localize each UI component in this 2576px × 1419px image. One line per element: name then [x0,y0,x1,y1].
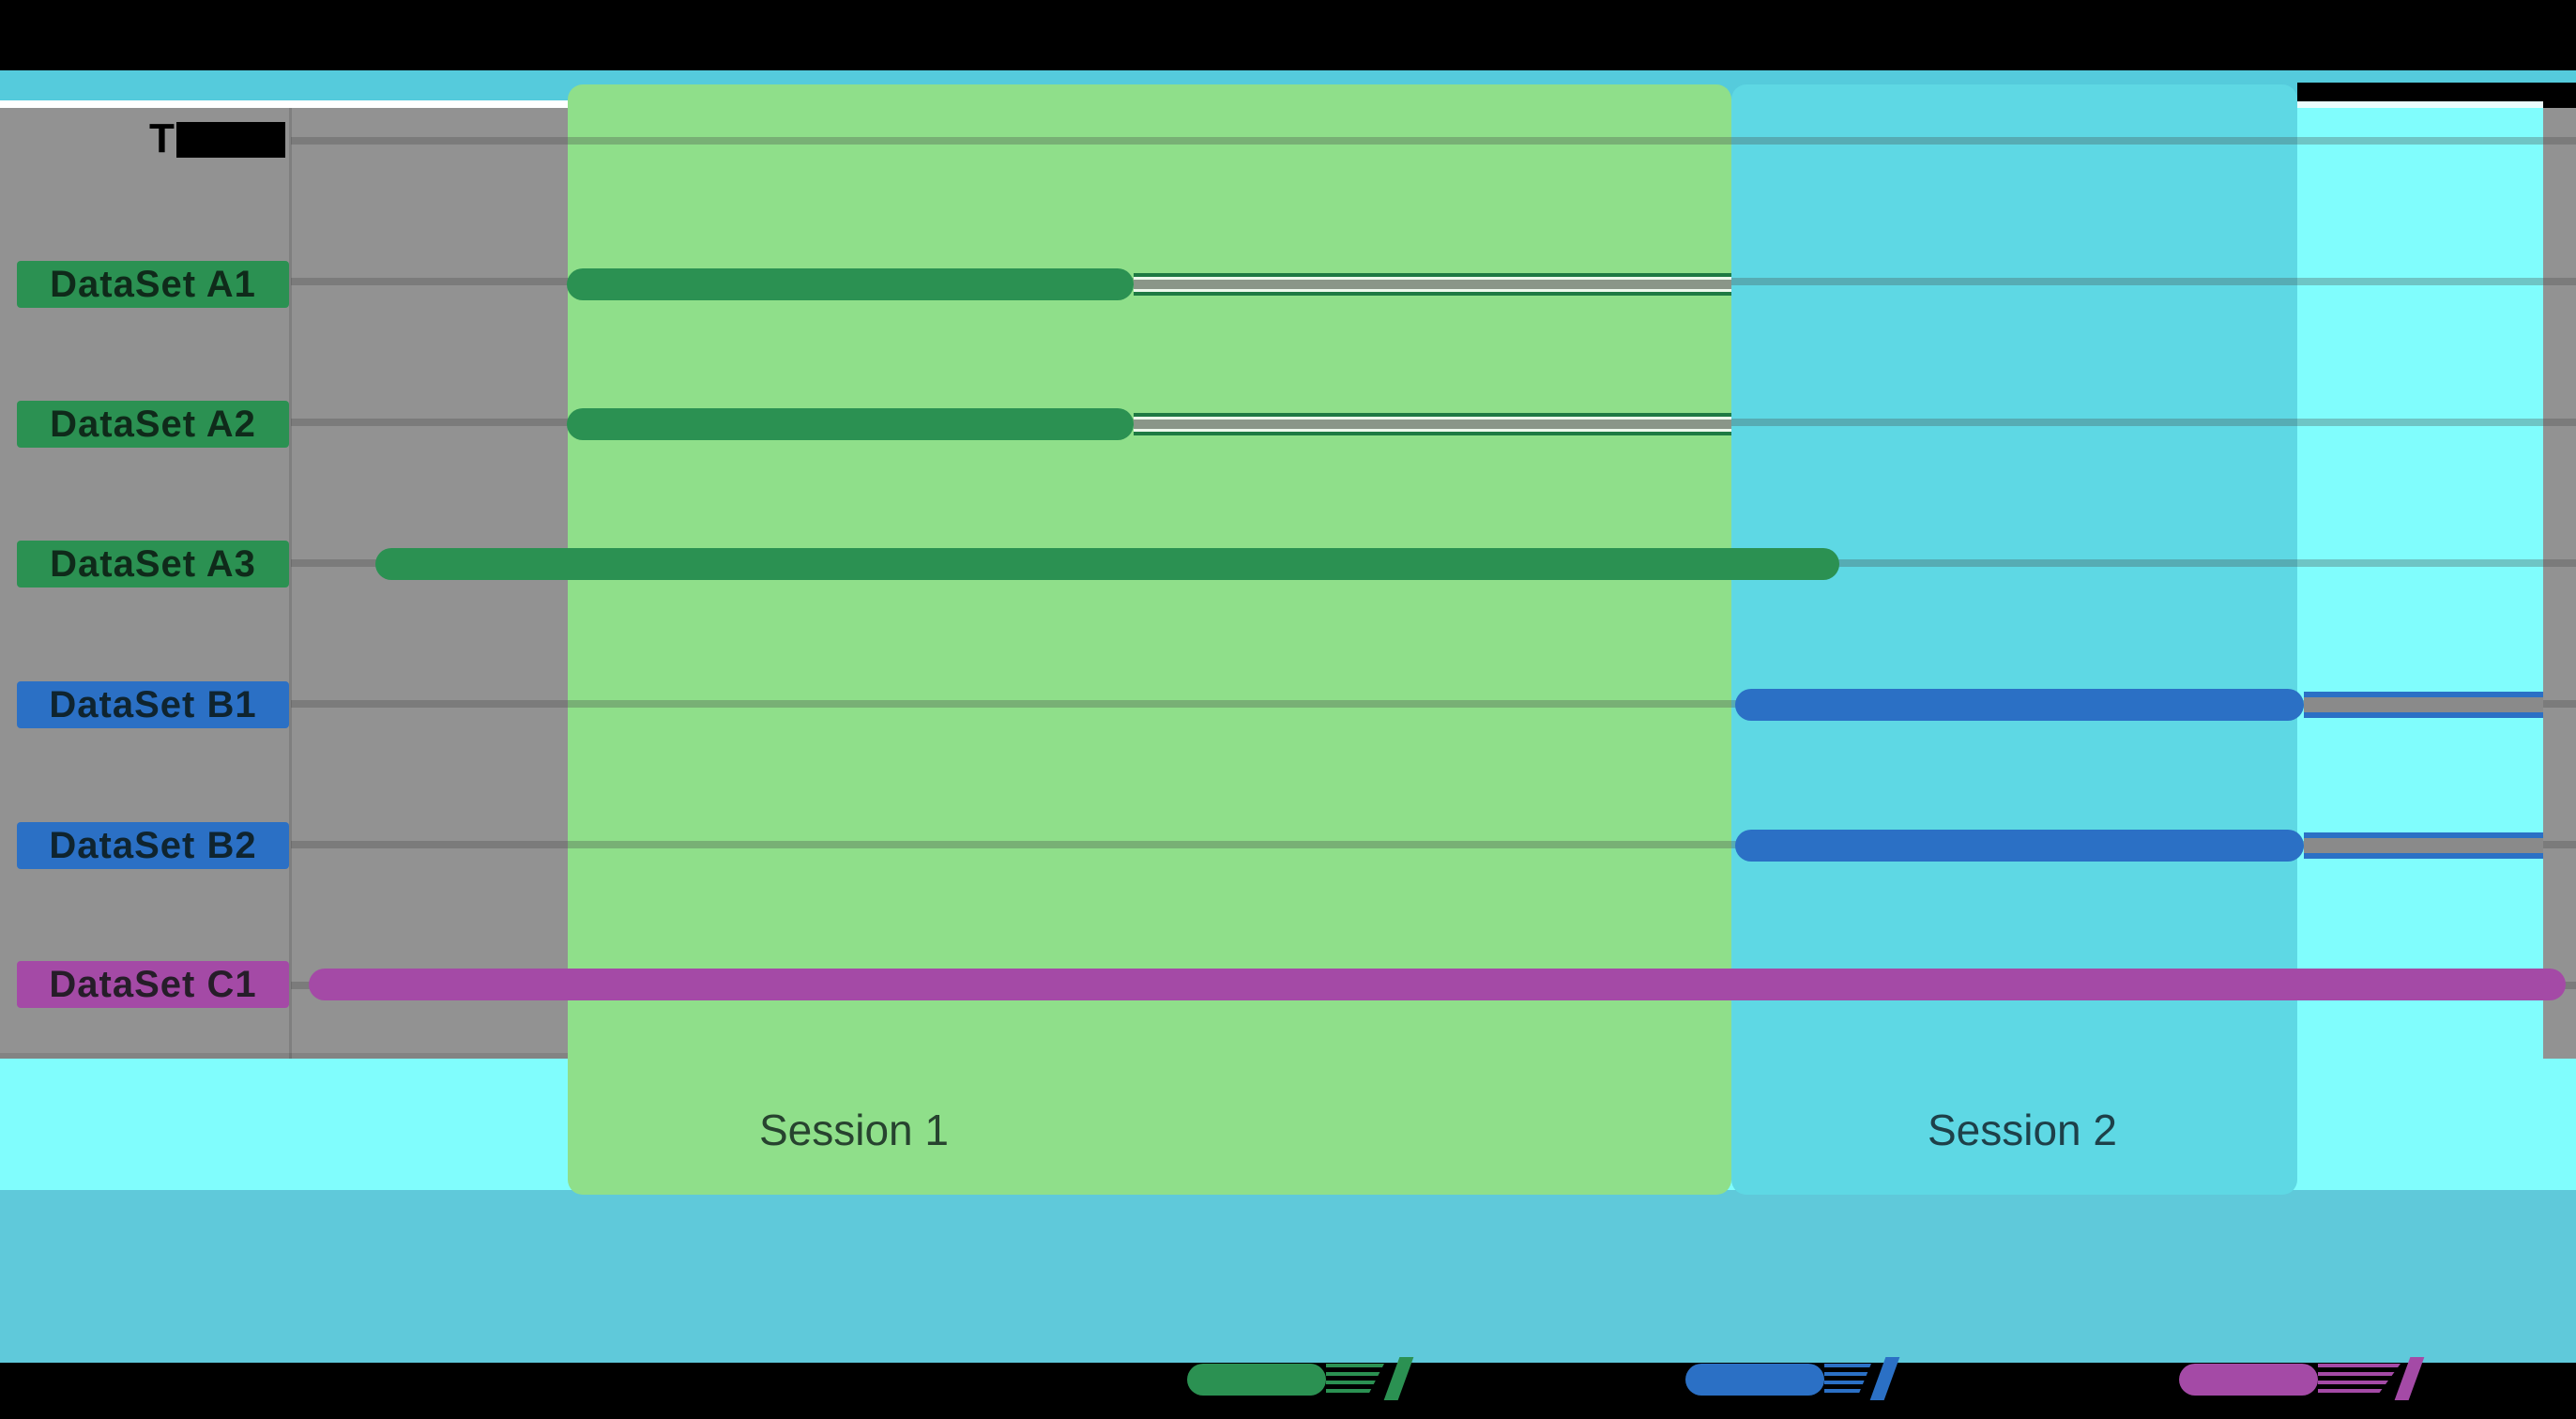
legend-swatch [1685,1364,1824,1396]
right-white-edge [2297,101,2543,109]
top-white-line [0,100,568,108]
row-label-text: DataSet C1 [49,963,257,1005]
right-gray-strip [2543,108,2576,1059]
row-label-text: DataSet B1 [49,683,257,725]
row-label-chip: DataSet A3 [17,541,289,587]
row-label-text: DataSet A1 [50,263,256,305]
gridline [291,841,2576,848]
row-label-chip: DataSet C1 [17,961,289,1008]
gantt-bar [309,969,2566,1000]
gridline [291,700,2576,708]
y-axis-line [289,84,292,1059]
bar-continuation-track [2304,832,2543,859]
bar-continuation-track [1134,273,1731,296]
legend-swatch [1187,1364,1326,1396]
right-bright-cyan-column [2297,108,2543,1187]
session-1-band [568,84,1731,1195]
gantt-bar [375,548,1839,580]
gantt-bar [567,268,1134,300]
gridline [291,137,2576,145]
session-2-band [1731,84,2297,1195]
row-label-chip: DataSet A1 [17,261,289,308]
lower-cyan-band [0,1190,2576,1365]
legend-swatch [2179,1364,2318,1396]
gantt-bar [567,408,1134,440]
gantt-bar [1735,689,2304,721]
title-redaction-box [175,122,285,158]
x-axis-line [0,1053,568,1059]
session-1-label: Session 1 [758,1106,949,1154]
row-label-chip: DataSet A2 [17,401,289,448]
row-label-text: DataSet A2 [50,403,256,445]
session-2-label: Session 2 [1927,1106,2117,1154]
row-label-chip: DataSet B2 [17,822,289,869]
chart-title: T [149,118,285,161]
bar-continuation-track [2304,692,2543,718]
row-label-text: DataSet A3 [50,542,256,585]
bar-continuation-track [1134,413,1731,435]
chart-title-text: T [149,115,175,161]
row-label-text: DataSet B2 [49,824,257,866]
row-label-chip: DataSet B1 [17,681,289,728]
gantt-bar [1735,830,2304,862]
